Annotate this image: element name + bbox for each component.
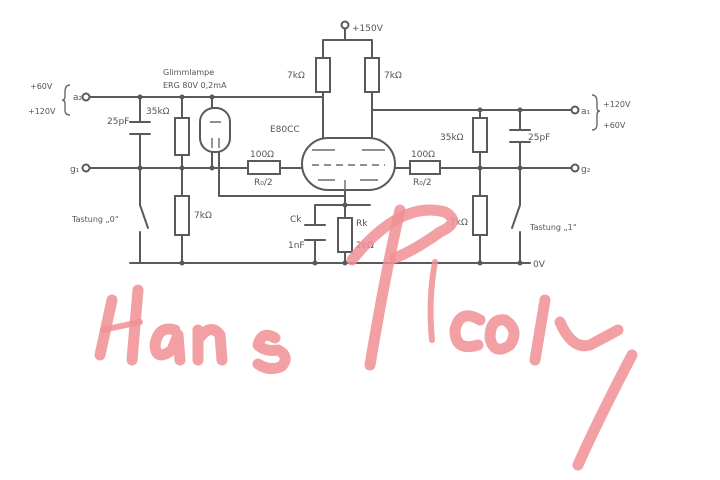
junction	[517, 260, 523, 266]
junction	[137, 94, 143, 100]
signature-stroke	[100, 319, 143, 333]
label-ground: 0V	[533, 260, 546, 270]
label-glow-lamp-title: Glimmlampe	[163, 68, 214, 77]
switch-right	[511, 204, 521, 229]
label-r-grid-left-sub: R₀/2	[254, 178, 273, 188]
label-a1-voltage-lo: +60V	[603, 121, 626, 130]
junction	[342, 260, 348, 266]
label-switch-left: Tastung „0“	[71, 215, 119, 224]
tube-envelope	[301, 137, 396, 191]
terminals	[81, 20, 580, 266]
resistors	[174, 57, 488, 253]
terminal-g1	[81, 163, 91, 173]
label-a1: a₁	[581, 107, 591, 117]
signature-stroke	[572, 349, 638, 471]
junction	[312, 260, 318, 266]
label-r-grid-right: 100Ω	[411, 150, 435, 160]
resistor-anode-left	[315, 57, 331, 93]
switch-left	[139, 204, 149, 229]
label-tube: E80CC	[270, 125, 300, 135]
resistor-grid-left	[247, 160, 281, 175]
glow-lamp-envelope	[199, 107, 231, 153]
terminal-supply	[340, 20, 350, 30]
capacitor-ck	[304, 224, 326, 241]
junction	[179, 165, 185, 171]
label-r-divider-top-left: 35kΩ	[146, 107, 170, 117]
junction	[517, 165, 523, 171]
resistor-grid-right	[409, 160, 441, 175]
glow-lamp	[199, 107, 231, 153]
voltage-braces	[61, 84, 601, 131]
junction	[342, 202, 348, 208]
label-r-anode-right: 7kΩ	[384, 71, 402, 81]
label-ck-name: Ck	[290, 215, 302, 225]
glow-lamp-electrodes	[210, 121, 221, 148]
capacitor-right	[509, 129, 531, 143]
label-glow-lamp-type: ERG 80V 0,2mA	[163, 81, 227, 90]
signature-stroke	[149, 323, 186, 366]
capacitors	[129, 121, 531, 241]
labels: +150V +60V +120V a₂ a₁ +120V +60V g₁ g₂ …	[28, 24, 631, 270]
label-r-divider-bottom-left: 7kΩ	[194, 211, 212, 221]
label-a2: a₂	[73, 93, 83, 103]
junction	[137, 165, 143, 171]
supply-branch	[322, 24, 373, 59]
signature-stroke	[529, 294, 551, 366]
signature-stroke	[484, 314, 520, 355]
label-a2-voltage-lo: +120V	[28, 107, 56, 116]
signature-stroke	[252, 329, 291, 375]
switches	[139, 204, 521, 229]
resistor-divider-bottom-right	[472, 195, 488, 236]
label-r-grid-left: 100Ω	[250, 150, 274, 160]
junction	[179, 260, 185, 266]
label-supply: +150V	[352, 24, 384, 34]
signature-stroke	[449, 310, 486, 353]
signature-stroke	[427, 259, 438, 343]
junction	[477, 260, 483, 266]
handwritten-signature	[94, 204, 638, 471]
junction	[209, 165, 215, 171]
signature-stroke	[192, 324, 228, 366]
terminal-a1	[570, 105, 580, 115]
junction	[517, 107, 523, 113]
resistor-divider-top-left	[174, 117, 190, 156]
signature-stroke	[554, 316, 624, 352]
brace-right	[591, 94, 601, 131]
capacitor-left	[129, 121, 151, 135]
label-a2-voltage-hi: +60V	[30, 82, 53, 91]
label-rk-name: Rk	[356, 219, 368, 229]
brace-left	[61, 84, 71, 116]
label-c-right: 25pF	[528, 133, 550, 143]
label-r-divider-top-right: 35kΩ	[440, 133, 464, 143]
wires	[85, 24, 576, 264]
label-c-left: 25pF	[107, 117, 129, 127]
label-r-grid-right-sub: R₀/2	[413, 178, 432, 188]
junction	[209, 94, 215, 100]
label-ck-value: 1nF	[288, 241, 305, 251]
label-g1: g₁	[70, 165, 80, 175]
resistor-anode-right	[364, 57, 380, 93]
tube-cathodes	[318, 179, 378, 190]
resistor-divider-bottom-left	[174, 195, 190, 236]
resistor-divider-top-right	[472, 117, 488, 153]
anode-leads	[322, 89, 373, 141]
tube-e80cc	[301, 137, 396, 191]
label-r-divider-bottom-right: 7kΩ	[450, 218, 468, 228]
junction	[477, 165, 483, 171]
junction	[179, 94, 185, 100]
label-a1-voltage-hi: +120V	[603, 100, 631, 109]
label-r-anode-left: 7kΩ	[287, 71, 305, 81]
terminal-g2	[570, 163, 580, 173]
signature-stroke	[346, 204, 458, 266]
terminal-a2	[81, 92, 91, 102]
junction	[477, 107, 483, 113]
resistor-rk	[337, 217, 353, 253]
label-g2: g₂	[581, 165, 591, 175]
label-switch-right: Tastung „1“	[529, 223, 577, 232]
